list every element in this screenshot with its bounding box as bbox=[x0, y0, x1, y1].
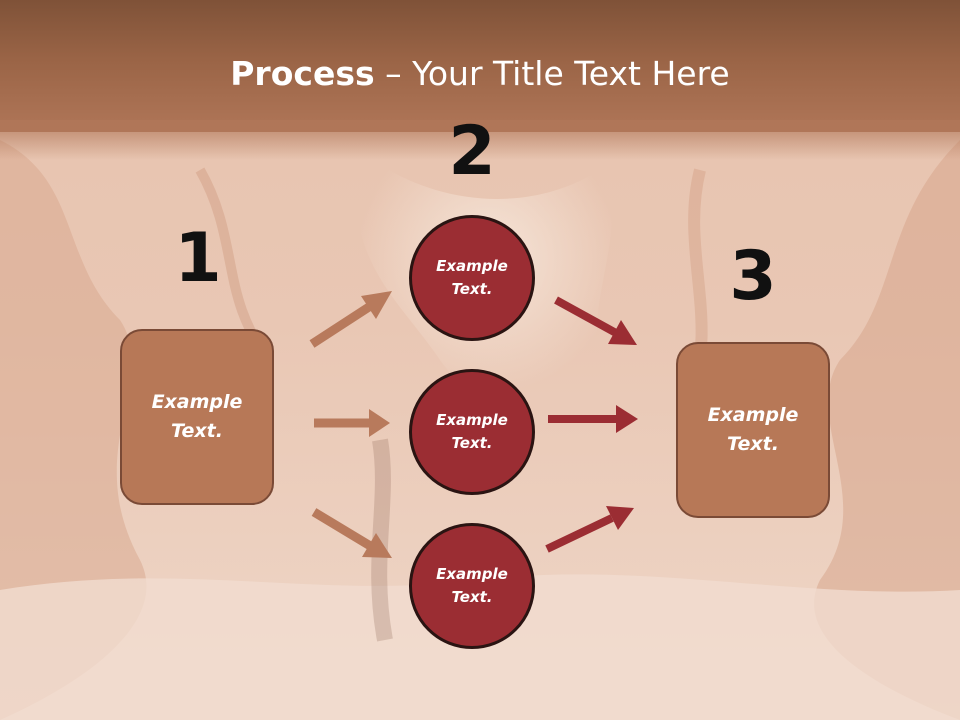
title-rest: – Your Title Text Here bbox=[374, 54, 730, 93]
step-number-2: 2 bbox=[448, 112, 496, 191]
arrow-left-to-bottom bbox=[311, 508, 392, 558]
circle-middle: Example Text. bbox=[409, 369, 535, 495]
left-step-text: Example Text. bbox=[151, 391, 243, 442]
left-step-box: Example Text. bbox=[120, 329, 274, 505]
arrow-bottom-to-right bbox=[545, 506, 634, 553]
circle-top: Example Text. bbox=[409, 215, 535, 341]
right-step-box: Example Text. bbox=[676, 342, 830, 518]
slide-title: Process – Your Title Text Here bbox=[0, 52, 960, 96]
right-step-text: Example Text. bbox=[707, 404, 799, 455]
title-bold: Process bbox=[230, 54, 375, 93]
title-bar bbox=[0, 0, 960, 132]
circle-top-text: Example Text. bbox=[436, 257, 508, 298]
arrow-left-to-top bbox=[309, 291, 392, 348]
arrow-top-to-right bbox=[554, 296, 637, 345]
arrow-left-to-middle bbox=[314, 409, 390, 437]
step-number-3: 3 bbox=[729, 237, 777, 316]
circle-bottom-text: Example Text. bbox=[436, 565, 508, 606]
circle-bottom: Example Text. bbox=[409, 523, 535, 649]
circle-middle-text: Example Text. bbox=[436, 411, 508, 452]
arrow-middle-to-right bbox=[548, 405, 638, 433]
title-bar-fade bbox=[0, 120, 960, 160]
step-number-1: 1 bbox=[174, 219, 222, 298]
